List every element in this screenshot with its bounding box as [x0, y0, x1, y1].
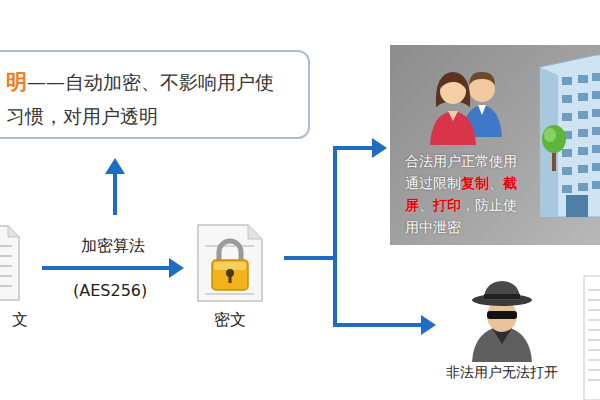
- plain-document-icon: [0, 222, 40, 304]
- document-caption: 密文: [190, 310, 270, 331]
- restriction-keyword: 打印: [433, 197, 461, 213]
- arrow-line: [284, 258, 423, 325]
- arrow-line: [284, 148, 374, 258]
- document-caption: 文: [0, 310, 40, 331]
- callout-heading: 明: [6, 70, 27, 94]
- plaintext-document: 文: [0, 222, 40, 335]
- up-arrow-shaft: [113, 172, 117, 215]
- arrow-head: [372, 138, 387, 158]
- panel-text: 合法用户正常使用通过限制复制、截屏、打印，防止使用中泄密: [405, 150, 527, 238]
- panel-text-part: 合法用户正常使用: [405, 150, 527, 172]
- panel-text-part: 、: [419, 197, 433, 213]
- callout-text: 明——自动加密、不影响用户使 习惯，对用户透明: [6, 65, 277, 133]
- encrypted-document-icon: [190, 222, 270, 304]
- flow-arrow: [42, 258, 184, 278]
- restriction-keyword: 复制: [461, 175, 489, 191]
- edge-label: 加密算法: [79, 236, 147, 257]
- flow-arrow: [284, 138, 387, 258]
- algorithm-label: (AES256): [71, 281, 149, 300]
- ciphertext-document: 密文: [190, 222, 270, 335]
- node-caption: 非法用户无法打开: [438, 364, 566, 382]
- up-arrow-head: [105, 158, 125, 174]
- partial-document: [584, 276, 600, 400]
- arrow-head: [169, 258, 184, 278]
- illegal-user: 非法用户无法打开: [438, 278, 566, 388]
- hacker-icon: [438, 278, 566, 362]
- arrow-head: [421, 315, 436, 335]
- legal-user-panel: 合法用户正常使用通过限制复制、截屏、打印，防止使用中泄密: [390, 45, 600, 245]
- feature-callout-box: 明——自动加密、不影响用户使 习惯，对用户透明: [0, 50, 310, 139]
- flow-arrow: [284, 258, 436, 335]
- arrow-line: [42, 266, 171, 270]
- document-lines: [588, 290, 600, 380]
- panel-text-part: 、: [489, 175, 503, 191]
- panel-text-part: 通过限制: [405, 175, 461, 191]
- legal-user-illustration: [390, 45, 600, 245]
- callout-body: ——自动加密、不影响用户使 习惯，对用户透明: [6, 71, 274, 127]
